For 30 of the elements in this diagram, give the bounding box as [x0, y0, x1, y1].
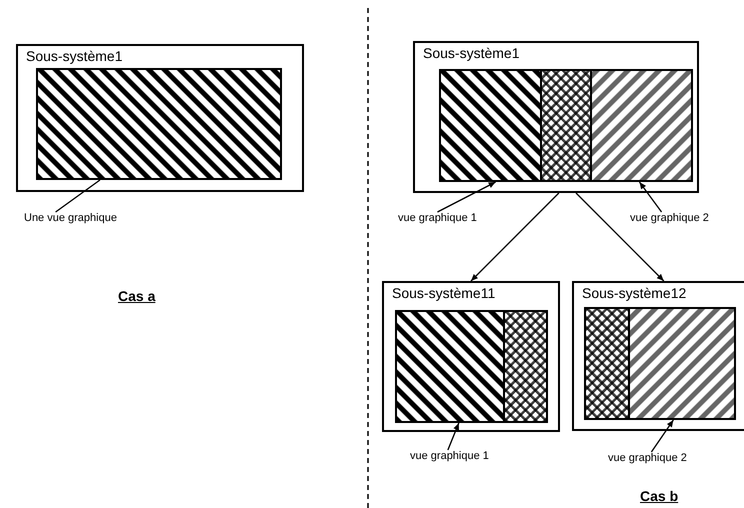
hatched-region — [628, 307, 736, 420]
subsystem-box — [413, 41, 699, 193]
leader-line — [55, 179, 100, 213]
hatched-region — [590, 69, 693, 182]
box-title: Sous-système12 — [582, 285, 686, 301]
subsystem-box — [16, 44, 304, 192]
callout-text: vue graphique 1 — [410, 450, 489, 462]
hatched-region — [584, 307, 630, 420]
box-title: Sous-système11 — [392, 285, 496, 301]
subsystem-box — [382, 281, 560, 432]
leader-arrow — [437, 181, 496, 213]
hatched-region — [540, 69, 592, 182]
hatched-region — [36, 68, 282, 180]
arrow — [576, 192, 664, 282]
leader-arrow — [447, 422, 460, 450]
callout-text: Une vue graphique — [24, 212, 117, 224]
arrow — [470, 192, 560, 282]
case-caption: Cas b — [640, 488, 678, 504]
hatched-region — [503, 310, 548, 423]
hatched-region — [395, 310, 505, 423]
callout-text: vue graphique 2 — [608, 452, 687, 464]
callout-text: vue graphique 1 — [398, 212, 477, 224]
box-title: Sous-système1 — [423, 45, 520, 61]
hatched-region — [439, 69, 542, 182]
leader-arrow — [638, 182, 662, 212]
callout-text: vue graphique 2 — [630, 212, 709, 224]
leader-arrow — [650, 420, 674, 452]
case-caption: Cas a — [118, 288, 156, 304]
subsystem-box — [572, 281, 744, 431]
box-title: Sous-système1 — [26, 48, 122, 64]
